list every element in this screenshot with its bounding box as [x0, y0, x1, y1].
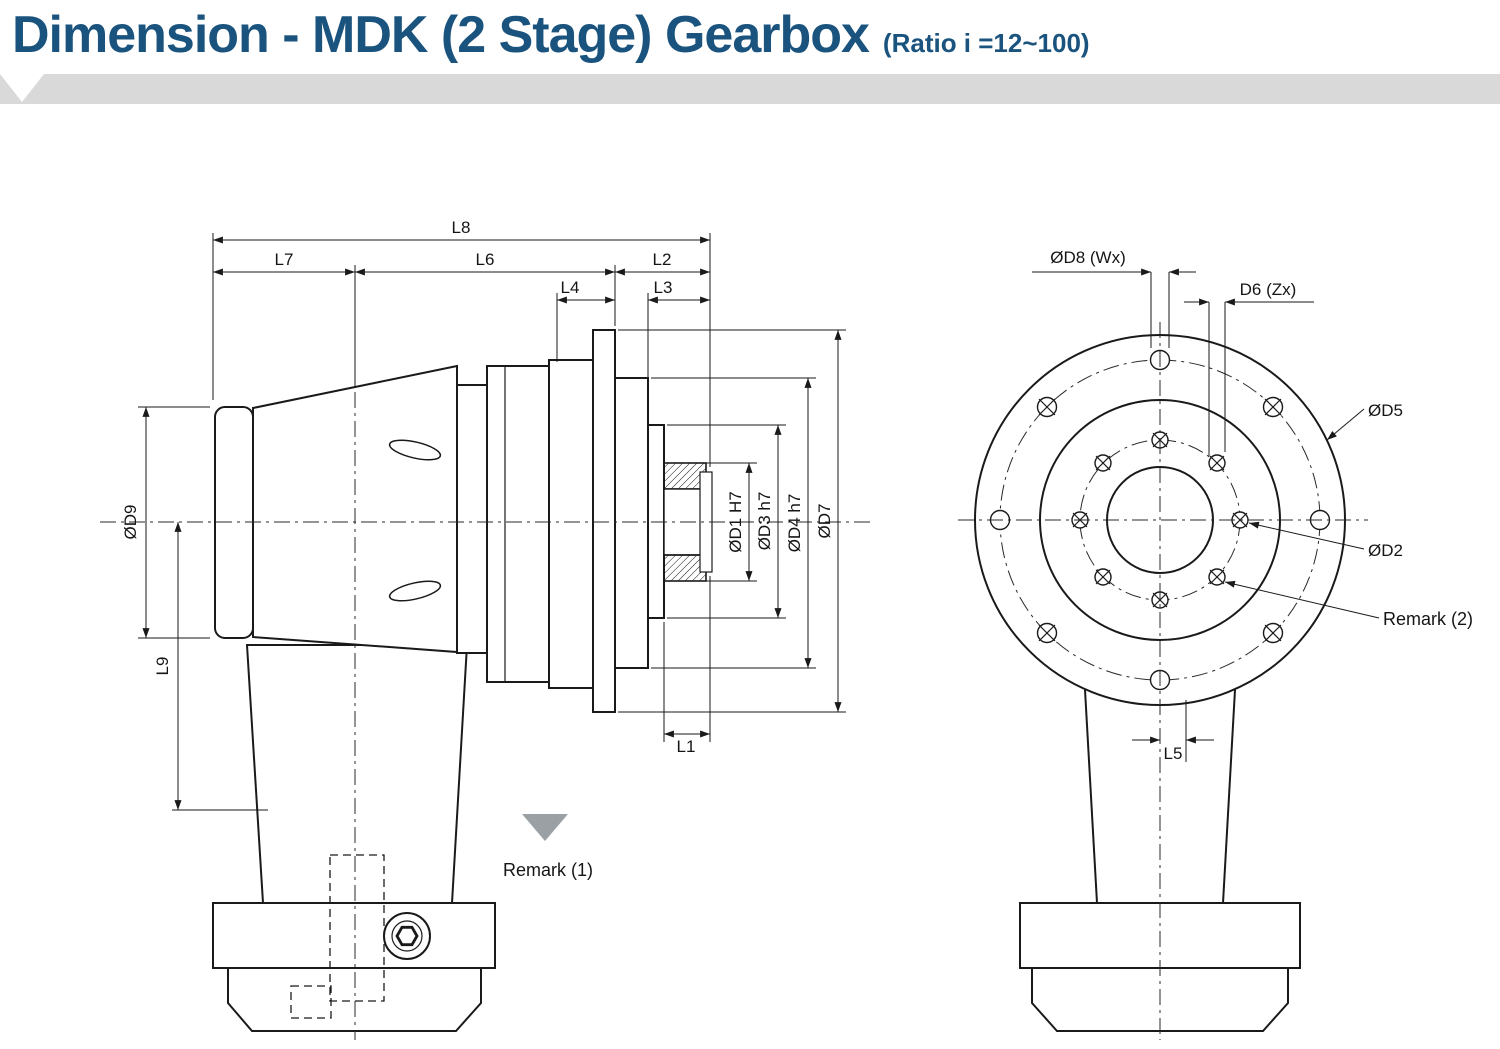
threaded-hole [1208, 454, 1226, 472]
mount-flange [592, 329, 616, 713]
front-view: ØD8 (Wx) D6 (Zx) ØD5 ØD2 Remark (2) [958, 248, 1473, 1040]
hidden-keyway-outline [290, 985, 332, 1019]
dim-label-l9: L9 [153, 657, 172, 676]
hex-socket-screw [383, 912, 431, 960]
dim-label-l8: L8 [452, 218, 471, 237]
dim-label-d7: ØD7 [815, 504, 834, 539]
shaft-hatch-bottom [663, 554, 707, 582]
spacer-ring [456, 384, 488, 654]
remark2-label: Remark (2) [1383, 609, 1473, 629]
dim-label-l6: L6 [476, 250, 495, 269]
dim-label-l5: L5 [1164, 744, 1183, 763]
dim-label-l4: L4 [561, 278, 580, 297]
dim-label-d5: ØD5 [1368, 401, 1403, 420]
screw-recess-circle [391, 920, 423, 952]
front-view-dimensions: ØD8 (Wx) D6 (Zx) ØD5 ØD2 Remark (2) [1032, 248, 1473, 763]
shaft-hatch-top [663, 462, 707, 490]
threaded-hole [1262, 396, 1284, 418]
leader-line [1224, 580, 1380, 619]
dim-label-l3: L3 [654, 278, 673, 297]
dim-label-d8: ØD8 (Wx) [1050, 248, 1126, 267]
bottom-flange [212, 902, 496, 969]
front-housing [614, 377, 649, 669]
side-view: L8 L7 L6 L2 L4 L3 ØD9 [100, 218, 872, 1040]
threaded-hole [1094, 568, 1112, 586]
dim-label-d1: ØD1 H7 [726, 491, 745, 552]
header-notch [0, 74, 44, 102]
side-view-dimensions: L8 L7 L6 L2 L4 L3 ØD9 [121, 218, 846, 880]
page-header: Dimension - MDK (2 Stage) Gearbox (Ratio… [0, 0, 1500, 74]
threaded-hole [1036, 622, 1058, 644]
bottom-cap [227, 967, 482, 1032]
remark1-label: Remark (1) [503, 860, 593, 880]
leader-line [1248, 521, 1365, 550]
threaded-hole [1094, 454, 1112, 472]
dim-label-l2: L2 [653, 250, 672, 269]
remark1-arrow-icon [522, 814, 568, 841]
dim-label-d2: ØD2 [1368, 541, 1403, 560]
output-shaft [663, 462, 713, 582]
dim-label-l1: L1 [677, 737, 696, 756]
dim-label-l7: L7 [275, 250, 294, 269]
page-title-ratio: (Ratio i =12~100) [882, 28, 1090, 58]
hex-recess [395, 925, 419, 947]
page-title-text: Dimension - MDK (2 Stage) Gearbox [12, 6, 870, 64]
page-title: Dimension - MDK (2 Stage) Gearbox (Ratio… [0, 0, 1500, 63]
cone-slot [388, 439, 442, 461]
threaded-hole [1208, 568, 1226, 586]
body-silhouette-right [1222, 671, 1237, 904]
threaded-hole [1036, 396, 1058, 418]
vertical-body [245, 644, 469, 904]
stage-housing-ring [548, 359, 594, 689]
cone-slot [388, 580, 442, 602]
threaded-hole [1262, 622, 1284, 644]
dim-label-d3: ØD3 h7 [755, 492, 774, 551]
header-band [0, 74, 1500, 104]
hidden-bore-outline [329, 854, 385, 1002]
dim-label-d6: D6 (Zx) [1240, 280, 1297, 299]
leader-line [1326, 408, 1365, 441]
side-view-outline [212, 329, 665, 1032]
body-silhouette-left [1083, 671, 1098, 904]
dim-label-d4: ØD4 h7 [785, 494, 804, 553]
dim-label-d9: ØD9 [121, 505, 140, 540]
